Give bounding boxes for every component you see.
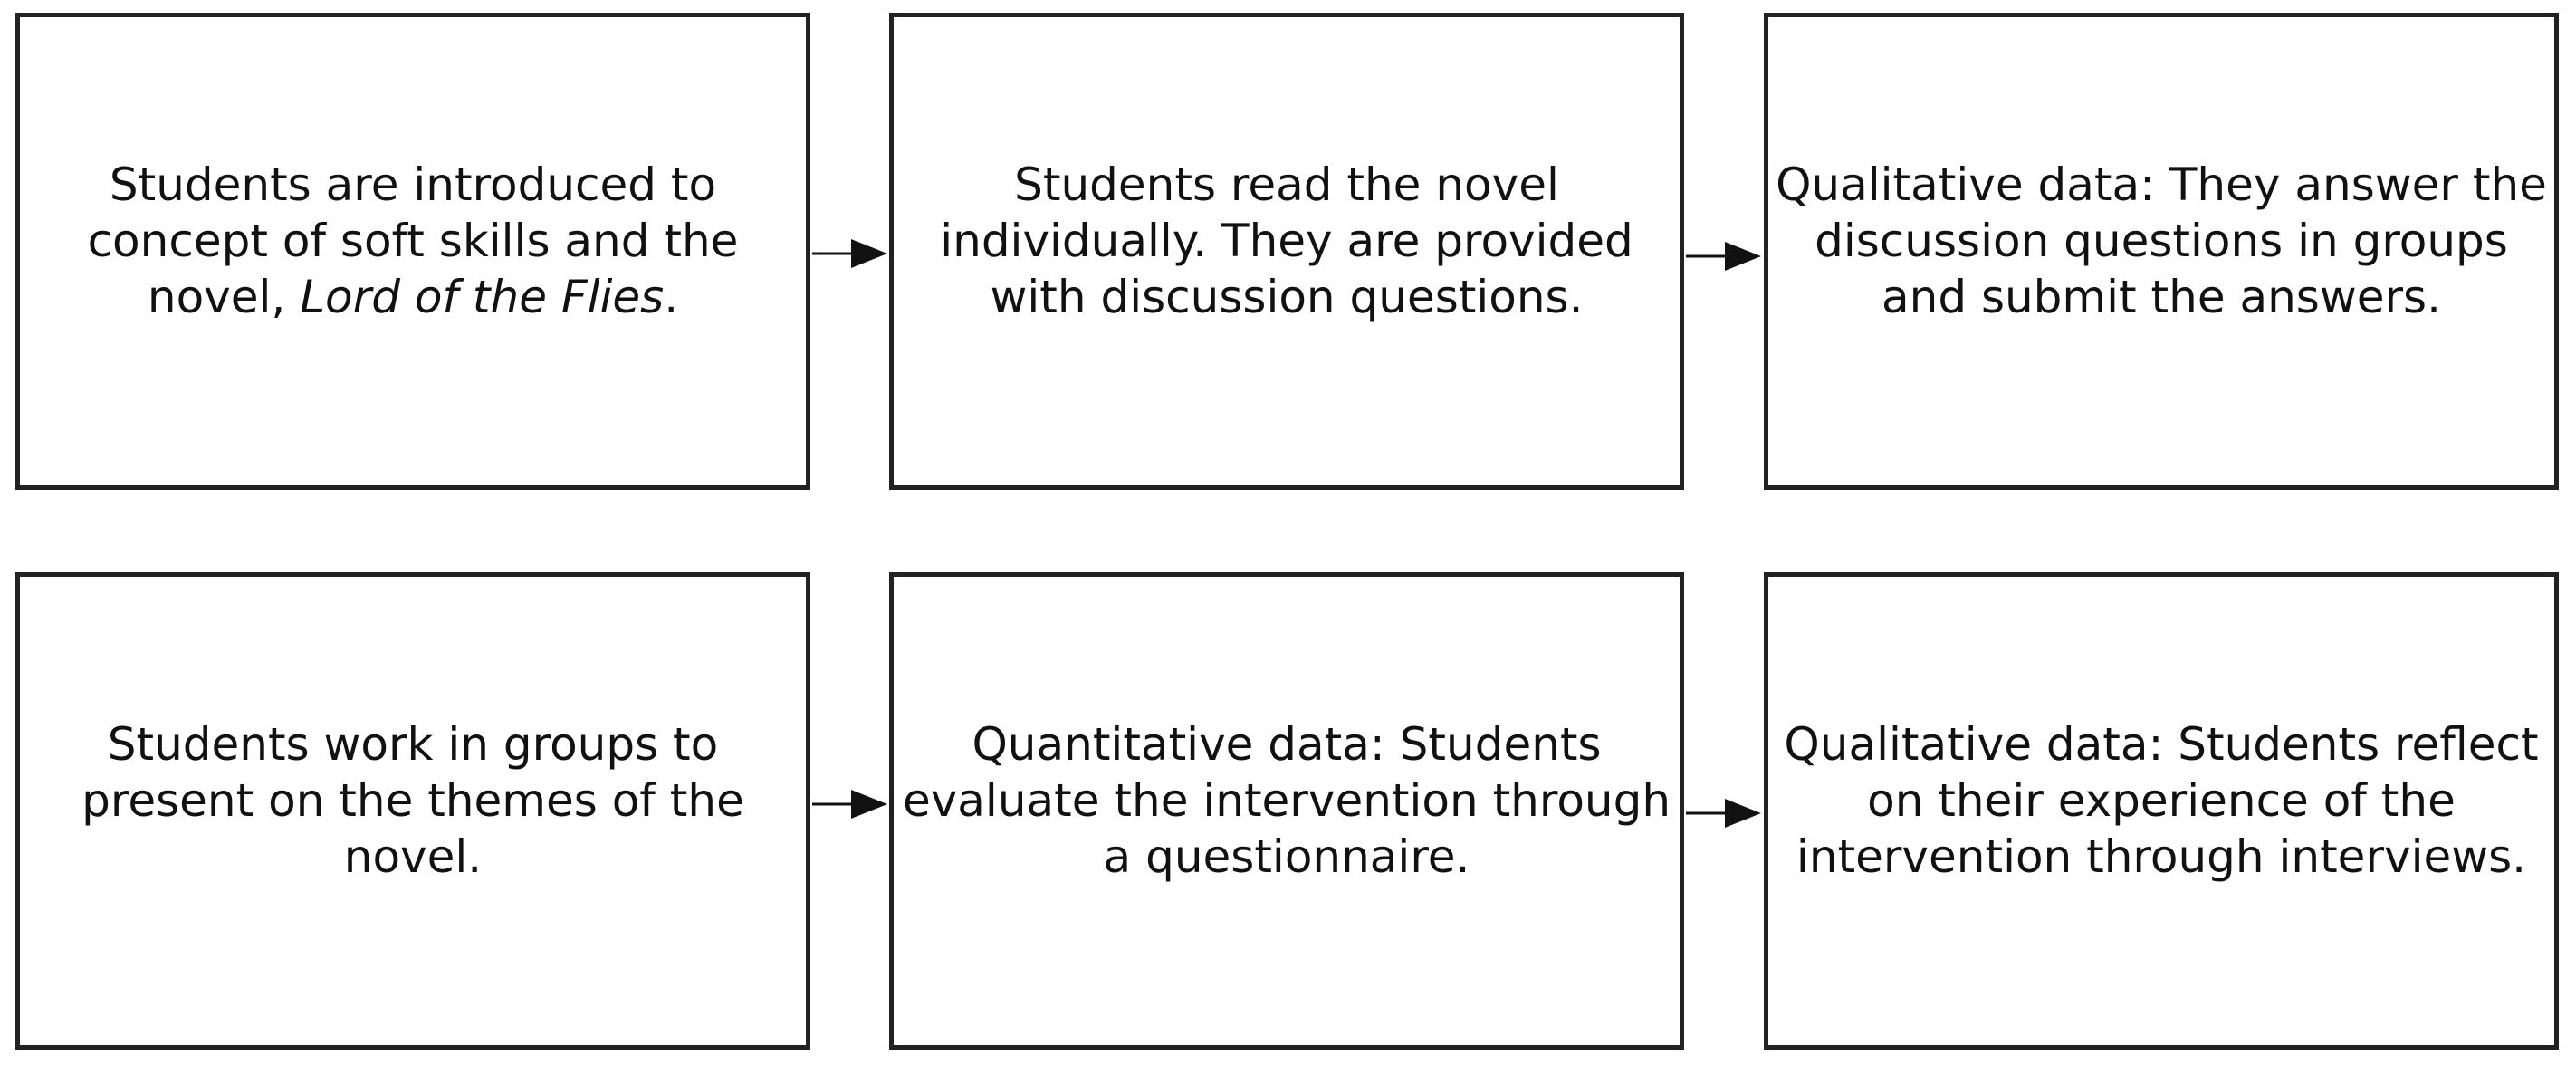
step-1-text: Students are introduced to concept of so… (87, 158, 739, 323)
step-2-text: Students read the novel individually. Th… (940, 158, 1633, 323)
step-3-text: Qualitative data: They answer the discus… (1776, 158, 2547, 323)
step-4-text: Students work in groups to present on th… (81, 717, 744, 883)
step-box-6: Qualitative data: Students reflect on th… (1764, 572, 2559, 1050)
step-text-1: Students are introduced to concept of so… (20, 157, 806, 325)
step-text-3: Qualitative data: They answer the discus… (1768, 157, 2554, 325)
step-box-4: Students work in groups to present on th… (15, 572, 810, 1050)
step-text-4: Students work in groups to present on th… (20, 716, 806, 885)
step-text-5: Quantitative data: Students evaluate the… (894, 716, 1680, 885)
arrow-1-to-2 (812, 239, 887, 268)
step-6-text: Qualitative data: Students reflect on th… (1784, 717, 2539, 883)
step-1-text-end: . (664, 270, 679, 323)
arrow-4-to-5 (812, 790, 887, 819)
step-text-6: Qualitative data: Students reflect on th… (1768, 716, 2554, 885)
step-5-text: Quantitative data: Students evaluate the… (902, 717, 1671, 883)
step-box-3: Qualitative data: They answer the discus… (1764, 13, 2559, 490)
step-box-2: Students read the novel individually. Th… (889, 13, 1684, 490)
novel-title: Lord of the Flies (300, 270, 665, 323)
step-box-5: Quantitative data: Students evaluate the… (889, 572, 1684, 1050)
arrow-2-to-3 (1686, 242, 1761, 271)
step-text-2: Students read the novel individually. Th… (894, 157, 1680, 325)
step-box-1: Students are introduced to concept of so… (15, 13, 810, 490)
arrow-5-to-6 (1686, 799, 1761, 828)
